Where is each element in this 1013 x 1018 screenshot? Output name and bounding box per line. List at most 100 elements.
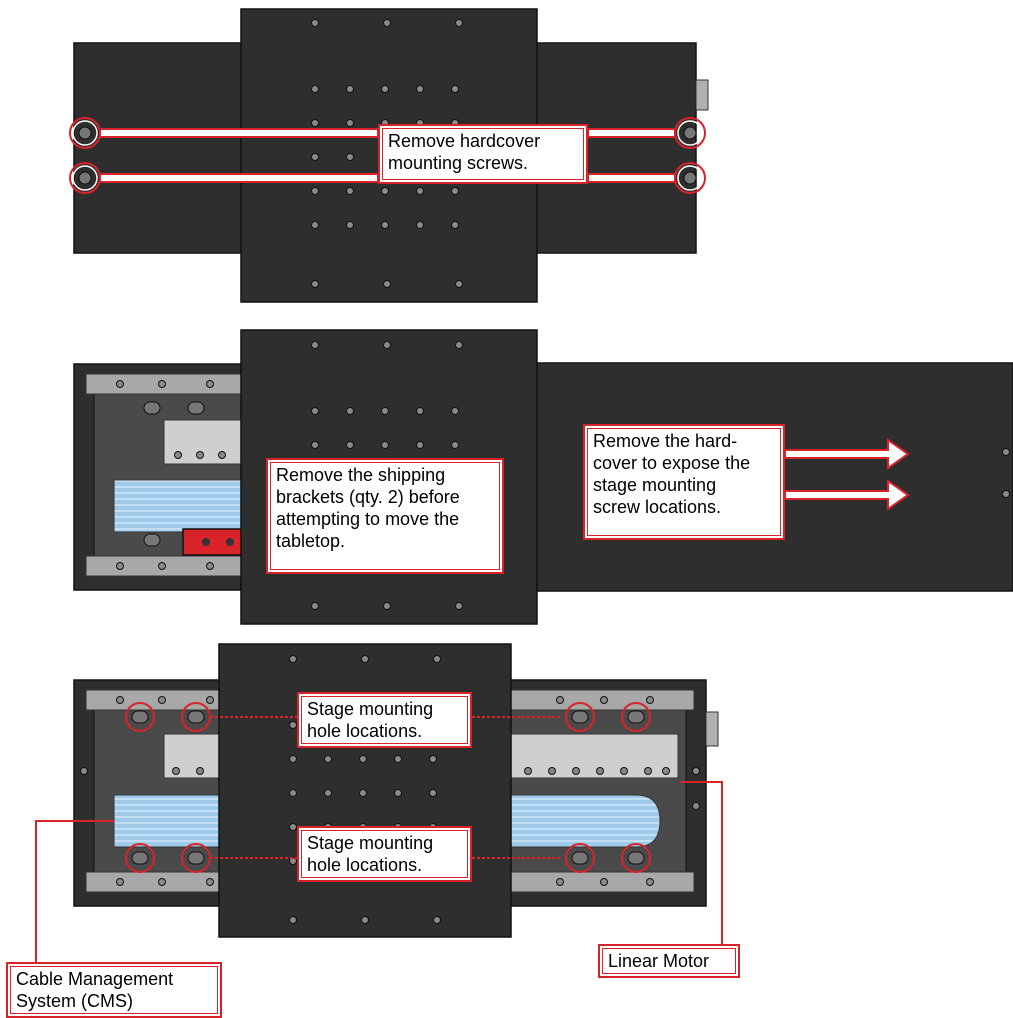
slot-highlight bbox=[125, 702, 155, 732]
stage-mounting-slots bbox=[125, 702, 651, 873]
rail-bottom bbox=[85, 555, 255, 577]
mounting-hole bbox=[383, 341, 391, 349]
callout-mounting-holes-top: Stage mounting hole locations. bbox=[297, 692, 472, 748]
mounting-hole bbox=[311, 153, 319, 161]
mounting-hole bbox=[346, 441, 354, 449]
mounting-hole bbox=[381, 441, 389, 449]
mounting-hole bbox=[289, 721, 297, 729]
mounting-hole bbox=[394, 789, 402, 797]
mounting-hole bbox=[381, 85, 389, 93]
mounting-hole bbox=[311, 119, 319, 127]
mounting-hole bbox=[311, 441, 319, 449]
mounting-hole bbox=[289, 755, 297, 763]
mounting-hole bbox=[80, 767, 88, 775]
rail-bottom-left bbox=[85, 871, 221, 893]
mounting-hole bbox=[451, 441, 459, 449]
mounting-hole bbox=[324, 789, 332, 797]
mounting-hole bbox=[662, 767, 670, 775]
mounting-hole bbox=[381, 187, 389, 195]
mounting-hole bbox=[429, 789, 437, 797]
mounting-hole bbox=[572, 767, 580, 775]
hardcover-screws bbox=[78, 126, 697, 185]
callout-leaders bbox=[69, 117, 706, 194]
mounting-slot bbox=[627, 851, 645, 865]
mounting-hole bbox=[346, 119, 354, 127]
mounting-hole bbox=[311, 602, 319, 610]
mounting-hole bbox=[289, 789, 297, 797]
mounting-slot bbox=[187, 710, 205, 724]
remove-hardcover-arrows bbox=[784, 438, 910, 511]
mounting-hole bbox=[359, 789, 367, 797]
mounting-hole bbox=[116, 878, 124, 886]
mounting-hole bbox=[600, 878, 608, 886]
mounting-hole bbox=[1002, 490, 1010, 498]
mounting-hole bbox=[172, 767, 180, 775]
mounting-slot bbox=[187, 401, 205, 415]
hardcover-screw bbox=[78, 126, 92, 140]
mounting-hole bbox=[692, 767, 700, 775]
mounting-hole bbox=[218, 451, 226, 459]
slot-highlight bbox=[621, 843, 651, 873]
mounting-hole bbox=[455, 19, 463, 27]
mounting-hole bbox=[324, 755, 332, 763]
mounting-hole bbox=[311, 221, 319, 229]
hardcover-removed-view bbox=[73, 329, 1013, 625]
mounting-hole bbox=[116, 696, 124, 704]
mounting-hole bbox=[416, 85, 424, 93]
mounting-hole bbox=[311, 280, 319, 288]
mounting-hole bbox=[416, 441, 424, 449]
slot-highlight bbox=[125, 843, 155, 873]
inner-channel-right bbox=[509, 707, 687, 877]
callout-mounting-holes-bottom: Stage mounting hole locations. bbox=[297, 826, 472, 882]
mounting-hole bbox=[311, 187, 319, 195]
mounting-slot bbox=[131, 710, 149, 724]
mounting-hole bbox=[346, 221, 354, 229]
mounting-hole bbox=[455, 280, 463, 288]
callout-cms: Cable Management System (CMS) bbox=[6, 962, 222, 1018]
mounting-slot bbox=[187, 851, 205, 865]
linear-motor-right bbox=[509, 733, 679, 779]
mounting-hole bbox=[556, 878, 564, 886]
mounting-hole bbox=[600, 696, 608, 704]
mounting-slot bbox=[571, 710, 589, 724]
mounting-hole bbox=[646, 696, 654, 704]
mounting-hole bbox=[206, 380, 214, 388]
slot-highlight bbox=[621, 702, 651, 732]
mounting-hole bbox=[455, 341, 463, 349]
mounting-hole bbox=[416, 187, 424, 195]
bracket-screw bbox=[226, 538, 234, 546]
slot-highlight bbox=[565, 702, 595, 732]
mounting-hole bbox=[620, 767, 628, 775]
mounting-hole bbox=[346, 153, 354, 161]
callout-hardcover-screws: Remove hardcover mounting screws. bbox=[378, 124, 588, 184]
end-connector bbox=[695, 79, 709, 111]
mounting-hole bbox=[451, 187, 459, 195]
mounting-slot bbox=[143, 533, 161, 547]
mounting-hole bbox=[394, 755, 402, 763]
mounting-hole bbox=[361, 655, 369, 663]
callout-linear-motor: Linear Motor bbox=[598, 944, 740, 978]
mounting-hole bbox=[383, 602, 391, 610]
mounting-hole bbox=[646, 878, 654, 886]
mounting-hole bbox=[455, 602, 463, 610]
mounting-hole bbox=[346, 407, 354, 415]
mounting-slot bbox=[627, 710, 645, 724]
hardcover-screw bbox=[78, 171, 92, 185]
mounting-hole bbox=[289, 916, 297, 924]
callout-remove-hardcover: Remove the hard- cover to expose the sta… bbox=[583, 424, 785, 540]
inner-channel-left bbox=[93, 707, 221, 877]
mounting-hole bbox=[1002, 448, 1010, 456]
mounting-hole bbox=[451, 221, 459, 229]
mounting-slot bbox=[571, 851, 589, 865]
shipping-bracket bbox=[182, 528, 246, 556]
mounting-hole bbox=[433, 655, 441, 663]
mounting-hole bbox=[196, 767, 204, 775]
mounting-hole bbox=[116, 562, 124, 570]
mounting-hole bbox=[383, 280, 391, 288]
mounting-hole bbox=[451, 407, 459, 415]
mounting-hole bbox=[429, 755, 437, 763]
mounting-hole bbox=[692, 802, 700, 810]
hardcover-screw bbox=[683, 126, 697, 140]
cms-cable bbox=[113, 479, 255, 533]
mounting-hole bbox=[416, 407, 424, 415]
